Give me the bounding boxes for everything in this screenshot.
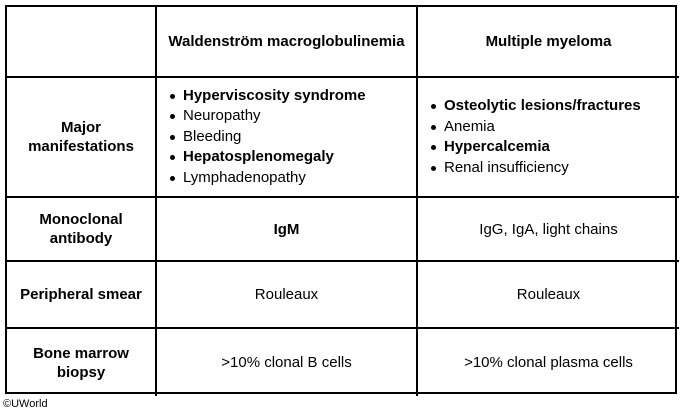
wm-smear: Rouleaux bbox=[157, 262, 418, 329]
list-item: Hypercalcemia bbox=[430, 137, 641, 158]
mm-smear: Rouleaux bbox=[418, 262, 679, 329]
list-item: Osteolytic lesions/fractures bbox=[430, 96, 641, 117]
list-item: Renal insufficiency bbox=[430, 158, 641, 179]
list-item: Hyperviscosity syndrome bbox=[169, 86, 366, 107]
list-item: Bleeding bbox=[169, 127, 366, 148]
mm-biopsy: >10% clonal plasma cells bbox=[464, 354, 633, 371]
list-item: Hepatosplenomegaly bbox=[169, 147, 366, 168]
list-item: Neuropathy bbox=[169, 106, 366, 127]
row-label-smear: Peripheral smear bbox=[7, 262, 157, 329]
row-label-antibody: Monoclonal antibody bbox=[7, 198, 157, 262]
comparison-table: Waldenström macroglobulinemia Multiple m… bbox=[5, 5, 679, 396]
row-label-biopsy: Bone marrow biopsy bbox=[7, 329, 157, 396]
row-label-manifestations: Major manifestations bbox=[7, 78, 157, 198]
wm-antibody: IgM bbox=[157, 198, 418, 262]
header-waldenstrom: Waldenström macroglobulinemia bbox=[157, 7, 418, 78]
mm-antibody: IgG, IgA, light chains bbox=[418, 198, 679, 262]
list-item: Anemia bbox=[430, 117, 641, 138]
wm-biopsy: >10% clonal B cells bbox=[157, 329, 418, 396]
list-item: Lymphadenopathy bbox=[169, 168, 366, 189]
header-myeloma: Multiple myeloma bbox=[418, 7, 679, 78]
copyright: ©UWorld bbox=[3, 398, 48, 410]
header-empty bbox=[7, 7, 157, 78]
